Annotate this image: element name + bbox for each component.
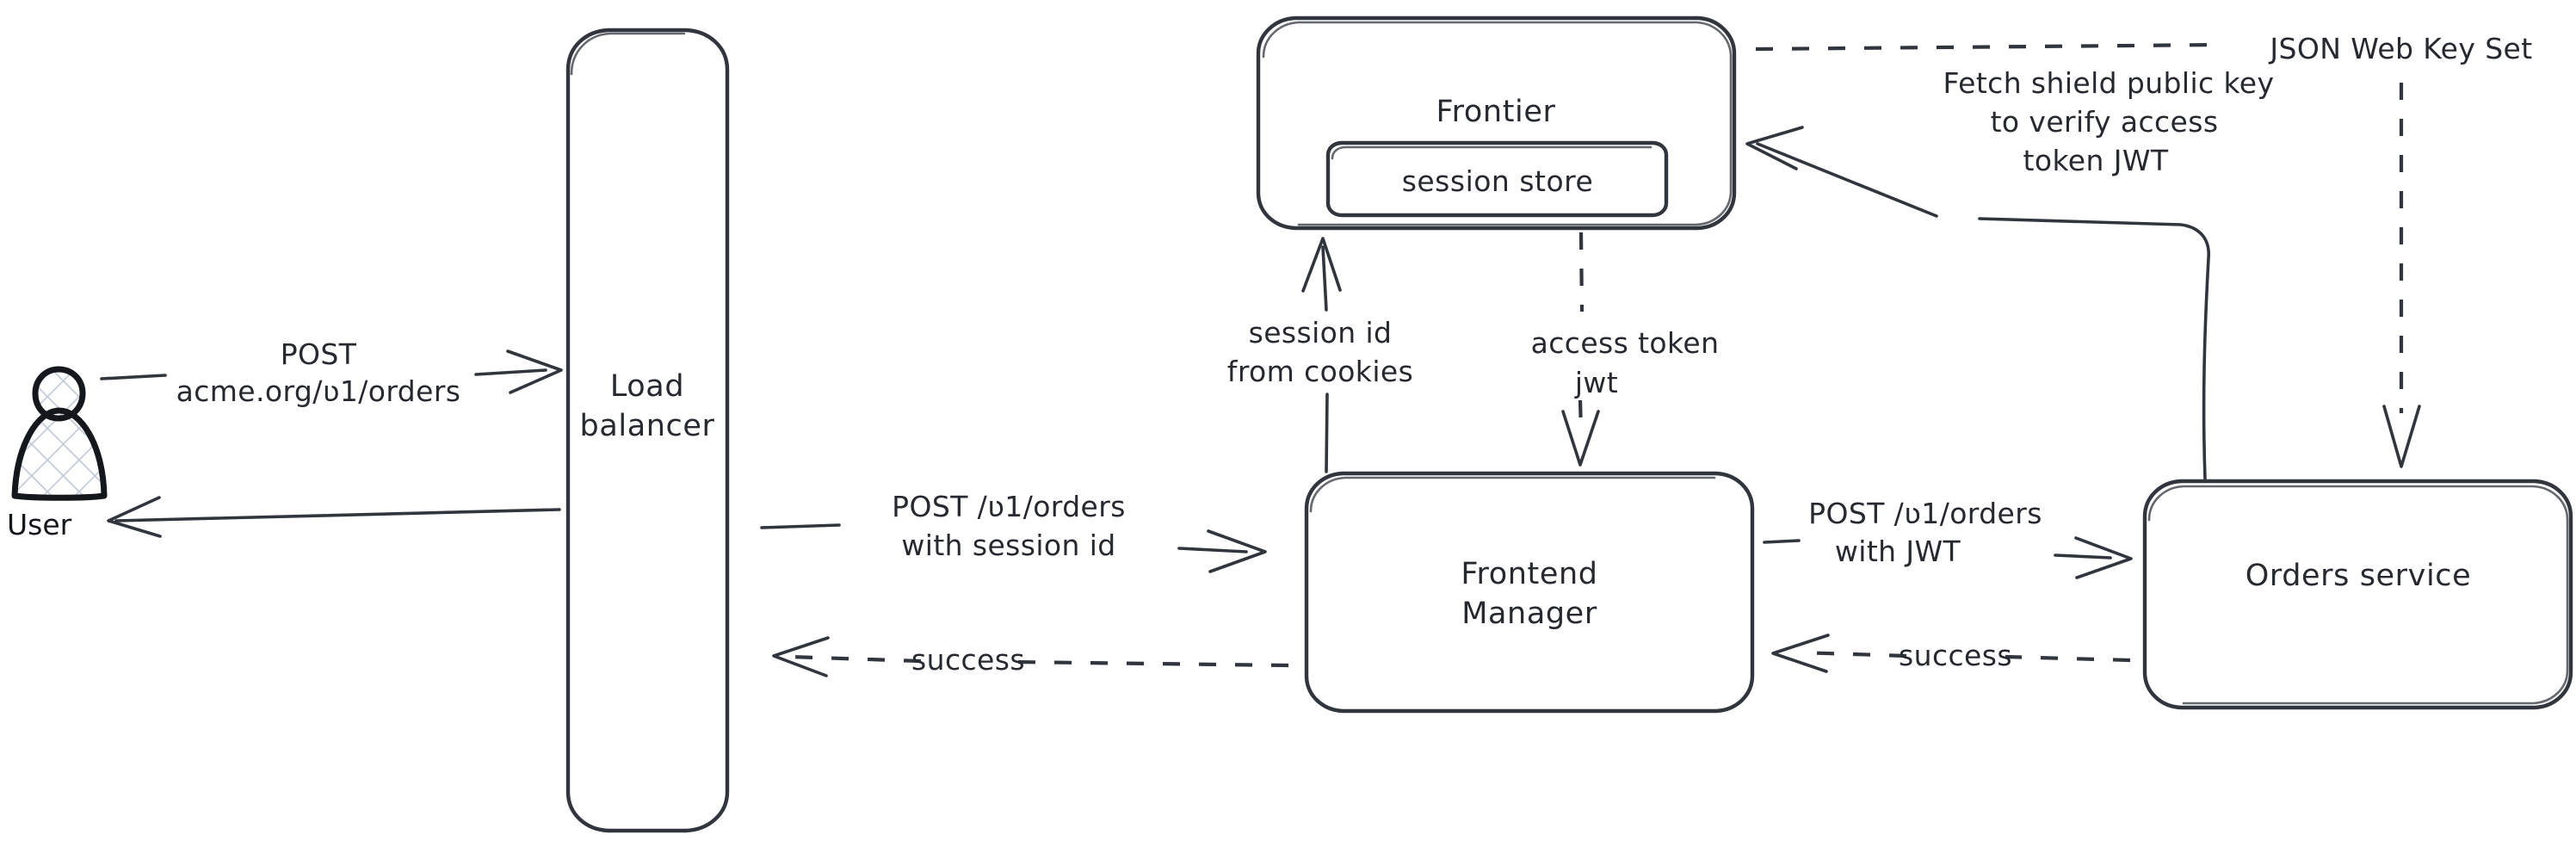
edge-load-balancer-to-frontend-manager: POST /ʋ1/orders with session id [760, 490, 1267, 573]
edge-fm-orders-left-stub [1763, 539, 1801, 544]
edge-lb-fm-right-stub [1177, 547, 1248, 553]
edge-user-lb-arrowhead [506, 349, 563, 394]
edge-frontier-fm-dash-lower [1578, 399, 1584, 431]
edge-frontier-fm-arrowhead [1561, 410, 1600, 467]
node-orders-service[interactable]: Orders service [2142, 479, 2573, 710]
orders-service-shape [2142, 479, 2573, 710]
edge-fm-orders-right-stub [2054, 553, 2112, 560]
node-user[interactable]: User [7, 366, 108, 541]
edge-frontier-orders-label: JSON Web Key Set [2268, 32, 2532, 65]
edge-frontier-orders-dash-horizontal [1755, 42, 2221, 52]
edge-fm-frontier-lower-seg [1325, 393, 1329, 473]
edge-lb-user-arrowhead [107, 496, 162, 538]
frontend-manager-label-line1: Frontend [1461, 557, 1597, 591]
frontend-manager-sketch-accent [1309, 476, 1716, 513]
edge-load-balancer-to-user [107, 496, 561, 538]
frontier-label: Frontier [1436, 95, 1556, 129]
edge-fm-lb-label: success [911, 643, 1025, 677]
edge-lb-fm-left-stub [760, 523, 841, 529]
edge-frontier-fm-dash-upper [1578, 232, 1585, 312]
edge-orders-service-to-frontend-manager: success [1771, 634, 2131, 673]
edge-frontier-to-orders-service: JSON Web Key Set [1755, 32, 2532, 468]
edge-fm-lb-dash-right [1015, 659, 1289, 668]
edge-fm-lb-arrowhead [772, 636, 830, 677]
edge-orders-frontier-arrowhead [1745, 126, 1804, 170]
edge-orders-service-to-frontier: Fetch shield public key to verify access… [1745, 66, 2275, 480]
frontend-manager-shape [1304, 471, 1755, 714]
orders-service-sketch-accent [2147, 485, 2569, 705]
edge-orders-fm-dash-left [1798, 650, 1907, 658]
edge-frontend-manager-to-frontier: session id from cookies [1227, 237, 1413, 473]
edge-lb-fm-arrowhead [1207, 529, 1267, 573]
edge-frontier-fm-label-line2: jwt [1574, 366, 1618, 399]
session-store-label: session store [1402, 164, 1594, 198]
session-store-shape [1325, 140, 1669, 218]
edge-fm-orders-label-line2: with JWT [1835, 535, 1961, 568]
frontier-sketch-accent [1262, 21, 1733, 226]
edge-user-to-load-balancer: POST acme.org/ʋ1/orders [100, 337, 563, 408]
edge-orders-frontier-label-line2: to verify access [1991, 105, 2219, 139]
edge-frontier-fm-label-line1: access token [1531, 326, 1720, 360]
node-frontier[interactable]: Frontier session store [1256, 15, 1737, 231]
edge-fm-frontier-arrowhead [1301, 237, 1342, 293]
edge-fm-orders-arrowhead [2074, 536, 2133, 579]
session-store-sketch-accent [1331, 145, 1652, 160]
edge-lb-fm-label-line2: with session id [901, 529, 1115, 562]
user-head-fill [34, 370, 83, 418]
edge-lb-fm-label-line1: POST /ʋ1/orders [892, 490, 1126, 523]
edge-orders-frontier-upper-line [1756, 142, 1938, 218]
load-balancer-label-line2: balancer [580, 409, 715, 443]
edge-orders-fm-dash-right [2005, 654, 2131, 663]
edge-frontier-orders-arrowhead [2382, 405, 2421, 468]
edge-orders-fm-label: success [1899, 639, 2012, 672]
edge-fm-frontier-label-line1: session id [1249, 316, 1393, 349]
load-balancer-sketch-accent [570, 32, 686, 76]
edge-fm-frontier-upper-seg [1321, 245, 1328, 312]
edge-fm-lb-dash-left [789, 654, 922, 664]
edge-orders-fm-arrowhead [1771, 634, 1830, 673]
load-balancer-label-line1: Load [610, 369, 684, 404]
edge-frontend-manager-to-orders-service: POST /ʋ1/orders with JWT [1763, 497, 2133, 579]
user-label: User [7, 508, 72, 541]
edge-user-lb-left-stub [100, 374, 167, 380]
edge-orders-frontier-label-line1: Fetch shield public key [1943, 66, 2275, 100]
edge-user-lb-label-line2: acme.org/ʋ1/orders [176, 374, 461, 408]
node-load-balancer[interactable]: Load balancer [565, 28, 730, 833]
user-body-outline [11, 407, 108, 501]
edge-lb-user-line [114, 508, 561, 522]
user-body-fill [15, 410, 103, 498]
edge-user-lb-right-stub [474, 368, 547, 376]
node-frontend-manager[interactable]: Frontend Manager [1304, 471, 1755, 714]
node-session-store[interactable]: session store [1325, 140, 1669, 218]
edge-fm-frontier-label-line2: from cookies [1227, 355, 1413, 388]
edge-frontier-to-frontend-manager: access token jwt [1531, 232, 1720, 467]
frontend-manager-label-line2: Manager [1461, 597, 1597, 631]
edge-orders-frontier-label-line3: token JWT [2023, 144, 2169, 177]
edge-orders-frontier-curve [1978, 217, 2210, 480]
load-balancer-shape [565, 28, 730, 833]
edge-frontend-manager-to-load-balancer: success [772, 636, 1289, 677]
orders-service-label: Orders service [2246, 559, 2472, 593]
edge-fm-orders-label-line1: POST /ʋ1/orders [1808, 497, 2042, 530]
edge-user-lb-label-line1: POST [281, 337, 357, 371]
